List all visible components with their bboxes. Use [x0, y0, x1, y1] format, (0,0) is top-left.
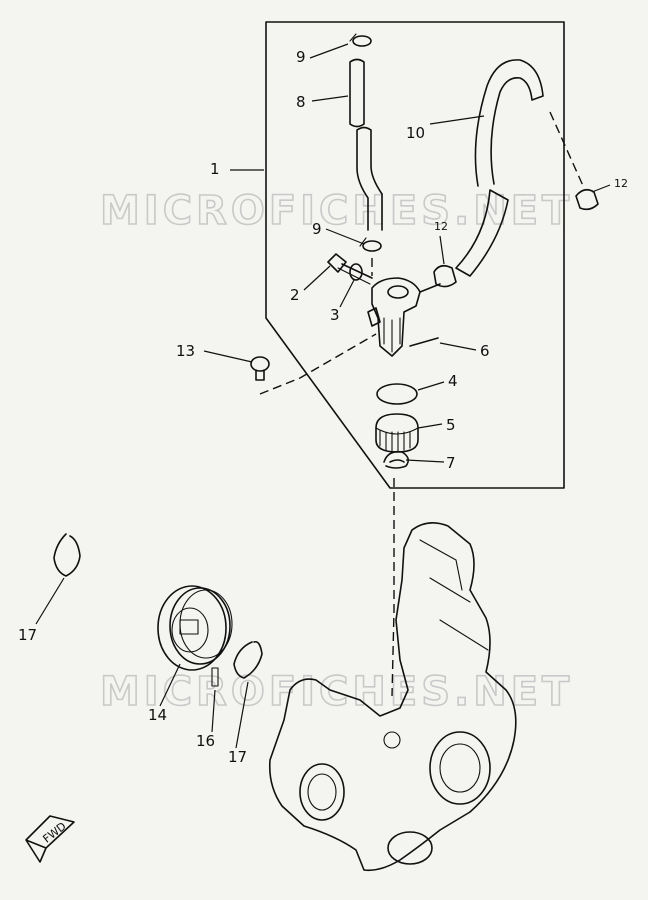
o-ring-4 — [376, 383, 418, 405]
cap-12-middle — [433, 264, 457, 288]
assembly-outline — [265, 21, 565, 489]
guide-line-b — [259, 333, 377, 395]
callout-13: 13 — [176, 342, 195, 360]
callout-9-top: 9 — [296, 48, 306, 66]
clip-9-lower — [359, 237, 382, 252]
callout-17-right: 17 — [228, 748, 247, 766]
callout-7: 7 — [446, 454, 456, 472]
clip-9-top — [349, 33, 372, 47]
callout-12-middle: 12 — [434, 220, 448, 233]
crankcase-cover — [268, 522, 517, 872]
callout-17-left: 17 — [18, 626, 37, 644]
callout-9-lower: 9 — [312, 220, 322, 238]
callout-10: 10 — [406, 124, 425, 142]
hose-8 — [349, 58, 383, 231]
washer-3 — [349, 263, 363, 281]
cap-12-right — [575, 188, 599, 211]
callout-4: 4 — [448, 372, 458, 390]
circlip-17-left — [53, 533, 81, 577]
gear-5 — [375, 413, 419, 453]
pulley-14 — [157, 585, 233, 671]
callout-14: 14 — [148, 706, 167, 724]
callout-6: 6 — [480, 342, 490, 360]
callout-2: 2 — [290, 286, 300, 304]
callout-5: 5 — [446, 416, 456, 434]
callout-8: 8 — [296, 93, 306, 111]
hose-10-lower — [455, 189, 509, 277]
fwd-arrow-icon: FWD — [25, 815, 75, 863]
callout-3: 3 — [330, 306, 340, 324]
bolt-2 — [327, 253, 373, 285]
fwd-label: FWD — [40, 820, 68, 846]
hose-route-line — [549, 111, 585, 189]
circlip-17-right — [233, 640, 263, 679]
oil-pump-body — [367, 277, 441, 357]
callout-12-right: 12 — [614, 177, 628, 190]
guide-line-c — [391, 478, 395, 697]
screw-13 — [250, 356, 270, 381]
callout-1: 1 — [210, 160, 220, 178]
watermark-top: MICROFICHES.NET — [100, 188, 573, 234]
circlip-7 — [383, 450, 410, 469]
hose-10 — [474, 59, 544, 187]
pin-16 — [211, 667, 219, 687]
leader-lines — [35, 43, 611, 749]
pin-6 — [409, 337, 439, 347]
callout-16: 16 — [196, 732, 215, 750]
